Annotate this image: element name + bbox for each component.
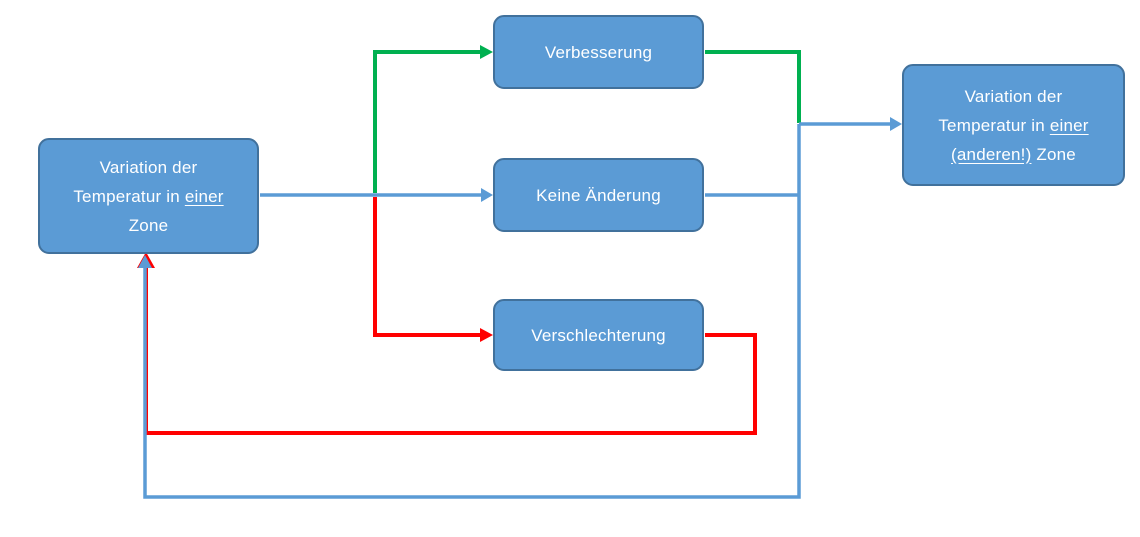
- node-text-line: Verschlechterung: [531, 325, 666, 345]
- node-text-line: Variation der: [964, 86, 1063, 106]
- node-variation-einer-zone: Variation der Temperatur in einer Zone: [38, 138, 259, 254]
- node-verbesserung: Verbesserung: [493, 15, 704, 89]
- arrowhead-feedback-blue: [138, 255, 152, 268]
- node-text-line: (anderen!) Zone: [951, 144, 1076, 164]
- connector-branch-to-improvement-green: [373, 50, 486, 193]
- node-verschlechterung: Verschlechterung: [493, 299, 704, 371]
- connector-improvement-to-merge-green: [705, 50, 801, 123]
- node-text-line: Variation der: [99, 157, 198, 177]
- connector-branch-to-worsening-red: [373, 197, 486, 337]
- node-text-line: Temperatur in einer: [73, 186, 224, 206]
- node-text-line: Temperatur in einer: [938, 115, 1089, 135]
- node-text-line: Verbesserung: [544, 42, 653, 62]
- arrowhead-nochange-blue: [481, 188, 493, 202]
- node-variation-anderen-zone: Variation der Temperatur in einer (ander…: [902, 64, 1125, 186]
- node-keine-aenderung: Keine Änderung: [493, 158, 704, 232]
- arrowhead-worsening-red: [480, 328, 493, 342]
- arrowhead-feedback-red: [137, 252, 155, 268]
- arrowhead-right-node-blue: [890, 117, 902, 131]
- arrowhead-improvement-green: [480, 45, 493, 59]
- node-text-line: Zone: [128, 215, 169, 235]
- node-text-line: Keine Änderung: [536, 185, 661, 205]
